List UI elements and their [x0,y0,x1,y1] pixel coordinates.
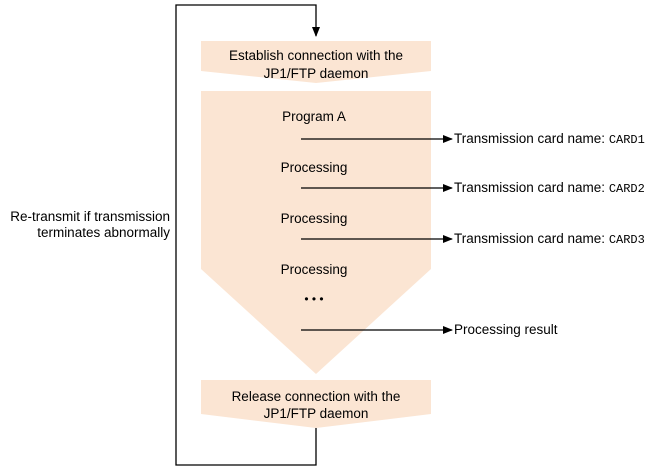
establish-connection-box [201,41,431,83]
output-label-card1: Transmission card name: CARD1 [454,131,645,147]
ellipsis: • • • [304,292,323,306]
retransmit-label-line2: terminates abnormally [37,225,170,240]
processing-label-2: Processing [281,211,348,226]
output-label-card2: Transmission card name: CARD2 [454,180,645,196]
release-connection-box [201,380,431,428]
processing-label-3: Processing [281,262,348,277]
processing-label-1: Processing [281,160,348,175]
retransmit-label-line1: Re-transmit if transmission [10,209,170,224]
program-label: Program A [282,109,346,124]
program-process-shape [201,91,431,374]
release-connection-line1: Release connection with the [232,389,401,404]
release-connection-line2: JP1/FTP daemon [264,406,369,421]
output-label-card3: Transmission card name: CARD3 [454,231,645,247]
retransmit-loop-line [175,4,320,466]
establish-connection-line2: JP1/FTP daemon [264,66,369,81]
establish-connection-line1: Establish connection with the [229,48,403,63]
processing-result-label: Processing result [454,322,558,337]
